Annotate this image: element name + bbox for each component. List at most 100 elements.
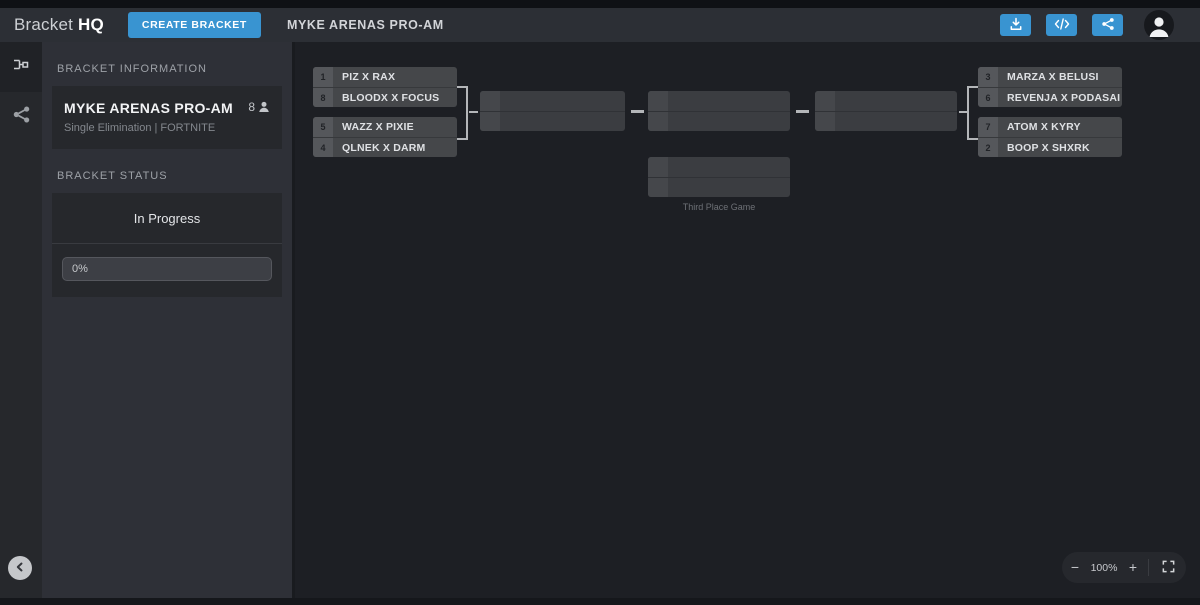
seed-badge — [648, 91, 668, 111]
chevron-left-icon — [13, 560, 27, 577]
connector-dash — [631, 110, 644, 113]
match-right-2[interactable]: 7 ATOM X KYRY 2 BOOP X SHXRK — [978, 117, 1122, 157]
bracket-title: MYKE ARENAS PRO-AM — [286, 18, 444, 32]
controls-divider — [1148, 559, 1149, 576]
status-value: In Progress — [52, 193, 282, 244]
brand-regular: Bracket — [14, 15, 74, 34]
seed-badge — [648, 157, 668, 177]
brand-bold: HQ — [77, 15, 104, 34]
create-bracket-button[interactable]: CREATE BRACKET — [127, 12, 261, 38]
zoom-level: 100% — [1090, 561, 1118, 574]
team-name: QLNEK X DARM — [342, 141, 426, 154]
seed-badge: 7 — [978, 117, 998, 137]
empty-team-row[interactable] — [648, 111, 790, 131]
progress-percent: 0% — [72, 263, 88, 275]
seed-badge: 3 — [978, 67, 998, 87]
progress-section: 0% — [52, 244, 282, 297]
seed-badge — [648, 112, 668, 131]
rail-item-bracket[interactable] — [0, 42, 42, 92]
empty-team-row[interactable] — [815, 111, 957, 131]
match-right-1[interactable]: 3 MARZA X BELUSI 6 REVENJA X PODASAI — [978, 67, 1122, 107]
navbar-actions — [985, 10, 1174, 40]
bracket-icon — [11, 55, 31, 80]
seed-badge: 2 — [978, 138, 998, 157]
team-row[interactable]: 4 QLNEK X DARM — [313, 137, 457, 157]
seed-badge — [480, 112, 500, 131]
download-button[interactable] — [1000, 14, 1031, 36]
empty-team-row[interactable] — [815, 91, 957, 111]
seed-badge: 8 — [313, 88, 333, 107]
team-row[interactable]: 1 PIZ X RAX — [313, 67, 457, 87]
bracket-info-text: MYKE ARENAS PRO-AM Single Elimination | … — [64, 100, 233, 134]
share-icon — [1101, 17, 1115, 34]
match-semifinal-left[interactable] — [480, 91, 625, 131]
user-avatar[interactable] — [1144, 10, 1174, 40]
bracket-status-card: In Progress 0% — [52, 193, 282, 297]
match-final[interactable] — [648, 91, 790, 131]
bracket-status-header: BRACKET STATUS — [57, 170, 168, 182]
bracket-info-card[interactable]: MYKE ARENAS PRO-AM Single Elimination | … — [52, 86, 282, 149]
connector-dash — [796, 110, 809, 113]
connector-left-bracket — [457, 86, 468, 140]
team-row[interactable]: 6 REVENJA X PODASAI — [978, 87, 1122, 107]
seed-badge — [815, 91, 835, 111]
empty-team-row[interactable] — [648, 177, 790, 197]
zoom-out-button[interactable]: − — [1062, 552, 1088, 583]
brand-logo[interactable]: Bracket HQ — [14, 15, 104, 35]
connector-right-bracket — [967, 86, 978, 140]
match-left-1[interactable]: 1 PIZ X RAX 8 BLOODX X FOCUS — [313, 67, 457, 107]
participant-count-value: 8 — [248, 100, 255, 114]
window-bottom-edge — [0, 598, 1200, 605]
tool-rail — [0, 42, 42, 598]
fullscreen-icon — [1161, 559, 1176, 577]
empty-team-row[interactable] — [648, 91, 790, 111]
empty-team-row[interactable] — [480, 91, 625, 111]
team-row[interactable]: 5 WAZZ X PIXIE — [313, 117, 457, 137]
rail-item-share[interactable] — [0, 92, 42, 142]
team-name: BOOP X SHXRK — [1007, 141, 1090, 154]
navbar: Bracket HQ CREATE BRACKET MYKE ARENAS PR… — [0, 8, 1200, 42]
seed-badge: 5 — [313, 117, 333, 137]
seed-badge — [815, 112, 835, 131]
empty-team-row[interactable] — [648, 157, 790, 177]
app-body: BRACKET INFORMATION MYKE ARENAS PRO-AM S… — [0, 42, 1200, 598]
zoom-in-button[interactable]: + — [1120, 552, 1146, 583]
team-row[interactable]: 7 ATOM X KYRY — [978, 117, 1122, 137]
info-panel: BRACKET INFORMATION MYKE ARENAS PRO-AM S… — [42, 42, 295, 598]
embed-code-icon — [1054, 17, 1070, 33]
team-row[interactable]: 2 BOOP X SHXRK — [978, 137, 1122, 157]
share-icon — [12, 105, 31, 129]
progress-bar: 0% — [62, 257, 272, 281]
team-name: ATOM X KYRY — [1007, 121, 1081, 133]
zoom-controls: − 100% + — [1062, 552, 1186, 583]
download-icon — [1009, 17, 1023, 34]
seed-badge: 1 — [313, 67, 333, 87]
team-name: REVENJA X PODASAI — [1007, 91, 1121, 104]
bracket-meta: Single Elimination | FORTNITE — [64, 122, 216, 134]
seed-badge — [480, 91, 500, 111]
team-row[interactable]: 3 MARZA X BELUSI — [978, 67, 1122, 87]
team-name: WAZZ X PIXIE — [342, 121, 414, 133]
window-top-edge — [0, 0, 1200, 8]
share-button[interactable] — [1092, 14, 1123, 36]
participant-count: 8 — [248, 100, 270, 134]
empty-team-row[interactable] — [480, 111, 625, 131]
bracket-canvas[interactable]: 1 PIZ X RAX 8 BLOODX X FOCUS 5 WAZZ X PI… — [295, 42, 1200, 598]
third-place-game-label: Third Place Game — [682, 202, 756, 212]
bracket-name: MYKE ARENAS PRO-AM — [64, 100, 233, 116]
seed-badge — [648, 178, 668, 197]
team-name: PIZ X RAX — [342, 71, 396, 83]
embed-code-button[interactable] — [1046, 14, 1077, 36]
team-row[interactable]: 8 BLOODX X FOCUS — [313, 87, 457, 107]
connector-dash — [959, 111, 968, 113]
match-semifinal-right[interactable] — [815, 91, 957, 131]
seed-badge: 6 — [978, 88, 998, 107]
team-name: MARZA X BELUSI — [1007, 71, 1099, 83]
fullscreen-button[interactable] — [1151, 552, 1185, 583]
match-third-place[interactable] — [648, 157, 790, 197]
collapse-sidebar-button[interactable] — [8, 556, 32, 580]
bracket-information-header: BRACKET INFORMATION — [57, 63, 207, 75]
person-icon — [255, 100, 270, 116]
connector-dash — [469, 111, 478, 113]
match-left-2[interactable]: 5 WAZZ X PIXIE 4 QLNEK X DARM — [313, 117, 457, 157]
